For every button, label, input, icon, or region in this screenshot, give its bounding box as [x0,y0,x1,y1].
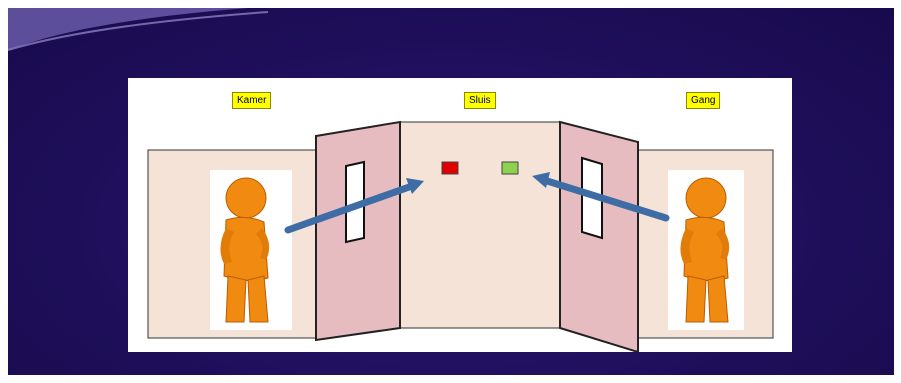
sluis-label: Sluis [464,92,496,109]
slide-background: Kamer Sluis Gang [8,8,894,375]
left-person-figure [210,170,292,330]
airlock-diagram: Kamer Sluis Gang [128,78,792,352]
decorative-swoosh [8,8,894,68]
sluis-room [400,122,562,328]
gang-label: Gang [686,92,720,109]
red-indicator-light [442,162,458,174]
right-person-figure [668,170,744,330]
kamer-label: Kamer [232,92,271,109]
diagram-scene [128,78,792,352]
green-indicator-light [502,162,518,174]
